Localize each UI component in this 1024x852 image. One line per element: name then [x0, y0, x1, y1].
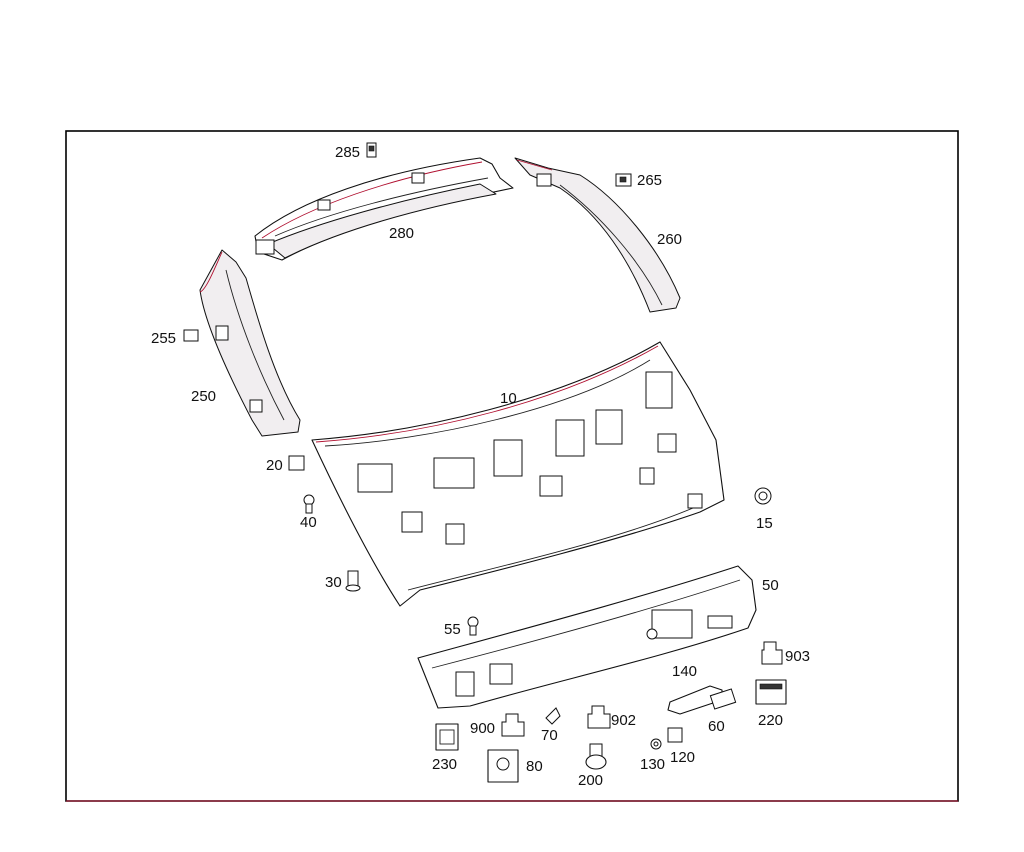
part-260-pillar-trim	[514, 157, 681, 313]
part-120-bracket	[667, 727, 683, 743]
label-60: 60	[708, 718, 725, 735]
label-80: 80	[526, 758, 543, 775]
label-903: 903	[785, 648, 810, 665]
label-265: 265	[637, 172, 662, 189]
label-902: 902	[611, 712, 636, 729]
part-30-fastener	[345, 570, 361, 592]
label-260: 260	[657, 231, 682, 248]
label-30: 30	[325, 574, 342, 591]
part-255-clip	[183, 329, 199, 342]
label-120: 120	[670, 749, 695, 766]
part-50-lower-trim	[417, 565, 757, 709]
label-900: 900	[470, 720, 495, 737]
label-200: 200	[578, 772, 603, 789]
label-70: 70	[541, 727, 558, 744]
part-200-holder	[585, 743, 607, 770]
label-15: 15	[756, 515, 773, 532]
label-255: 255	[151, 330, 176, 347]
label-285: 285	[335, 144, 360, 161]
part-70-clip	[545, 707, 561, 725]
label-130: 130	[640, 756, 665, 773]
part-220-switch	[755, 679, 787, 705]
part-280-upper-trim	[254, 157, 514, 261]
label-20: 20	[266, 457, 283, 474]
label-250: 250	[191, 388, 216, 405]
label-280: 280	[389, 225, 414, 242]
part-10-main-panel	[311, 341, 725, 607]
label-55: 55	[444, 621, 461, 638]
part-902-sticker	[587, 705, 611, 729]
label-220: 220	[758, 712, 783, 729]
part-15-grommet	[754, 487, 772, 505]
part-900-sticker	[501, 713, 525, 737]
label-50: 50	[762, 577, 779, 594]
part-80-lock	[487, 749, 519, 783]
label-230: 230	[432, 756, 457, 773]
part-40-screw	[303, 494, 315, 514]
part-60-cylinder	[709, 688, 737, 710]
part-903-sticker	[761, 641, 783, 665]
part-285-clip	[366, 142, 377, 158]
part-230-module	[435, 723, 459, 751]
label-40: 40	[300, 514, 317, 531]
part-130-nut	[650, 738, 662, 750]
label-140: 140	[672, 663, 697, 680]
part-265-clip	[615, 173, 632, 187]
part-250-pillar-trim	[199, 249, 301, 437]
part-55-screw	[467, 616, 479, 636]
part-20-clip	[288, 455, 305, 471]
label-10: 10	[500, 390, 517, 407]
